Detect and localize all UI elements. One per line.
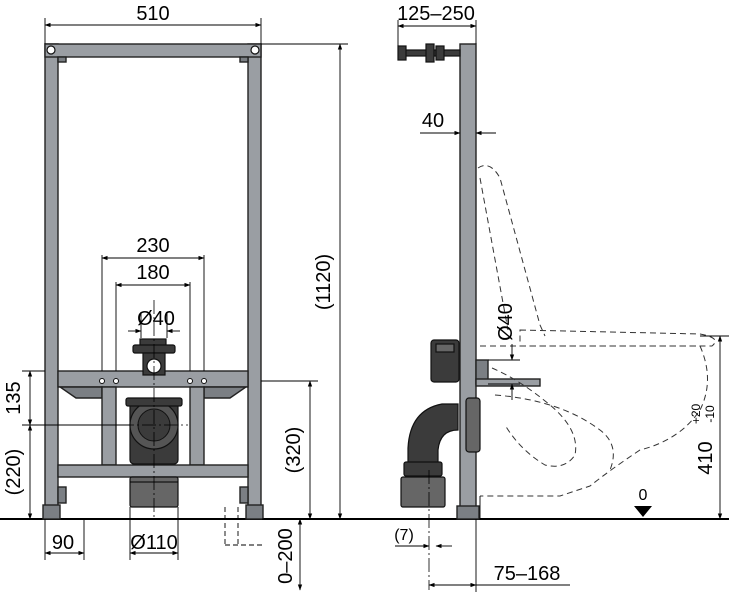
side-waste-pipe (400, 476, 446, 508)
lower-crossbar (57, 464, 249, 478)
dim-height-320: (320) (283, 427, 305, 474)
floor-level-label: 0 (639, 487, 648, 504)
dim-gap: (7) (394, 527, 414, 544)
dim-spacing-inner: 180 (136, 262, 169, 284)
dim-connector-diameter: Ø40 (137, 308, 175, 330)
top-rail (44, 43, 262, 58)
side-foot (456, 505, 480, 520)
side-supply-top (435, 343, 455, 353)
dim-height-220: (220) (3, 449, 25, 496)
left-upright (44, 43, 59, 511)
toilet-rim (494, 394, 614, 471)
top-bracket-left (57, 56, 67, 63)
dim-height-135: 135 (3, 381, 25, 414)
toilet-cistern-back (479, 177, 509, 331)
side-threaded-rod (475, 378, 541, 387)
dim-total-height: (1120) (313, 254, 335, 310)
dim-foot-width: 90 (52, 532, 74, 554)
top-bracket-right (239, 56, 249, 63)
top-left-screw (46, 45, 56, 55)
foot-left (42, 504, 61, 520)
wall-bracket-end (397, 45, 407, 61)
front-view: 510 230 180 Ø40 135 (220) (320) (1120) (3, 3, 348, 591)
dim-floor-adjust: 0–200 (275, 528, 297, 584)
plate-tab-left (57, 386, 103, 399)
floor-level-marker (634, 506, 652, 517)
foot-plate-left (57, 486, 67, 504)
wall-bracket-clamp-2 (435, 45, 445, 61)
right-upright (247, 43, 262, 511)
dim-width-top: 510 (136, 3, 169, 25)
dim-frame-depth: 40 (422, 110, 444, 132)
side-waste-socket (403, 461, 443, 477)
plate-tab-right (203, 386, 249, 399)
dim-seat-height: 410 (695, 441, 717, 474)
dim-depth-range: 125–250 (397, 3, 475, 25)
dim-side-connector-diameter: Ø40 (495, 303, 517, 341)
support-left (101, 386, 117, 466)
plate-hole-4 (201, 378, 207, 384)
toilet-bowl (480, 345, 708, 497)
top-right-screw (250, 45, 260, 55)
toilet-seat (519, 329, 716, 347)
dim-outlet-diameter: Ø110 (130, 532, 177, 554)
dim-offset-range: 75–168 (494, 563, 561, 585)
toilet-inner-trap (491, 367, 577, 467)
foot-right (245, 504, 264, 520)
side-view: 125–250 40 Ø40 (7) 75–168 410 +20 -10 0 (394, 3, 729, 592)
dim-spacing-outer: 230 (136, 235, 169, 257)
side-waste-bend (407, 403, 459, 471)
plate-hole-3 (187, 378, 193, 384)
wall-bracket-clamp (425, 43, 435, 63)
support-right (189, 386, 205, 466)
side-waste-flange (465, 397, 481, 453)
plate-hole-1 (99, 378, 105, 384)
plate-hole-2 (113, 378, 119, 384)
dim-tolerance-plus: +20 (689, 403, 703, 424)
toilet-cistern-lid (477, 165, 546, 337)
dim-tolerance-minus: -10 (703, 405, 717, 423)
foot-plate-right (239, 486, 249, 504)
